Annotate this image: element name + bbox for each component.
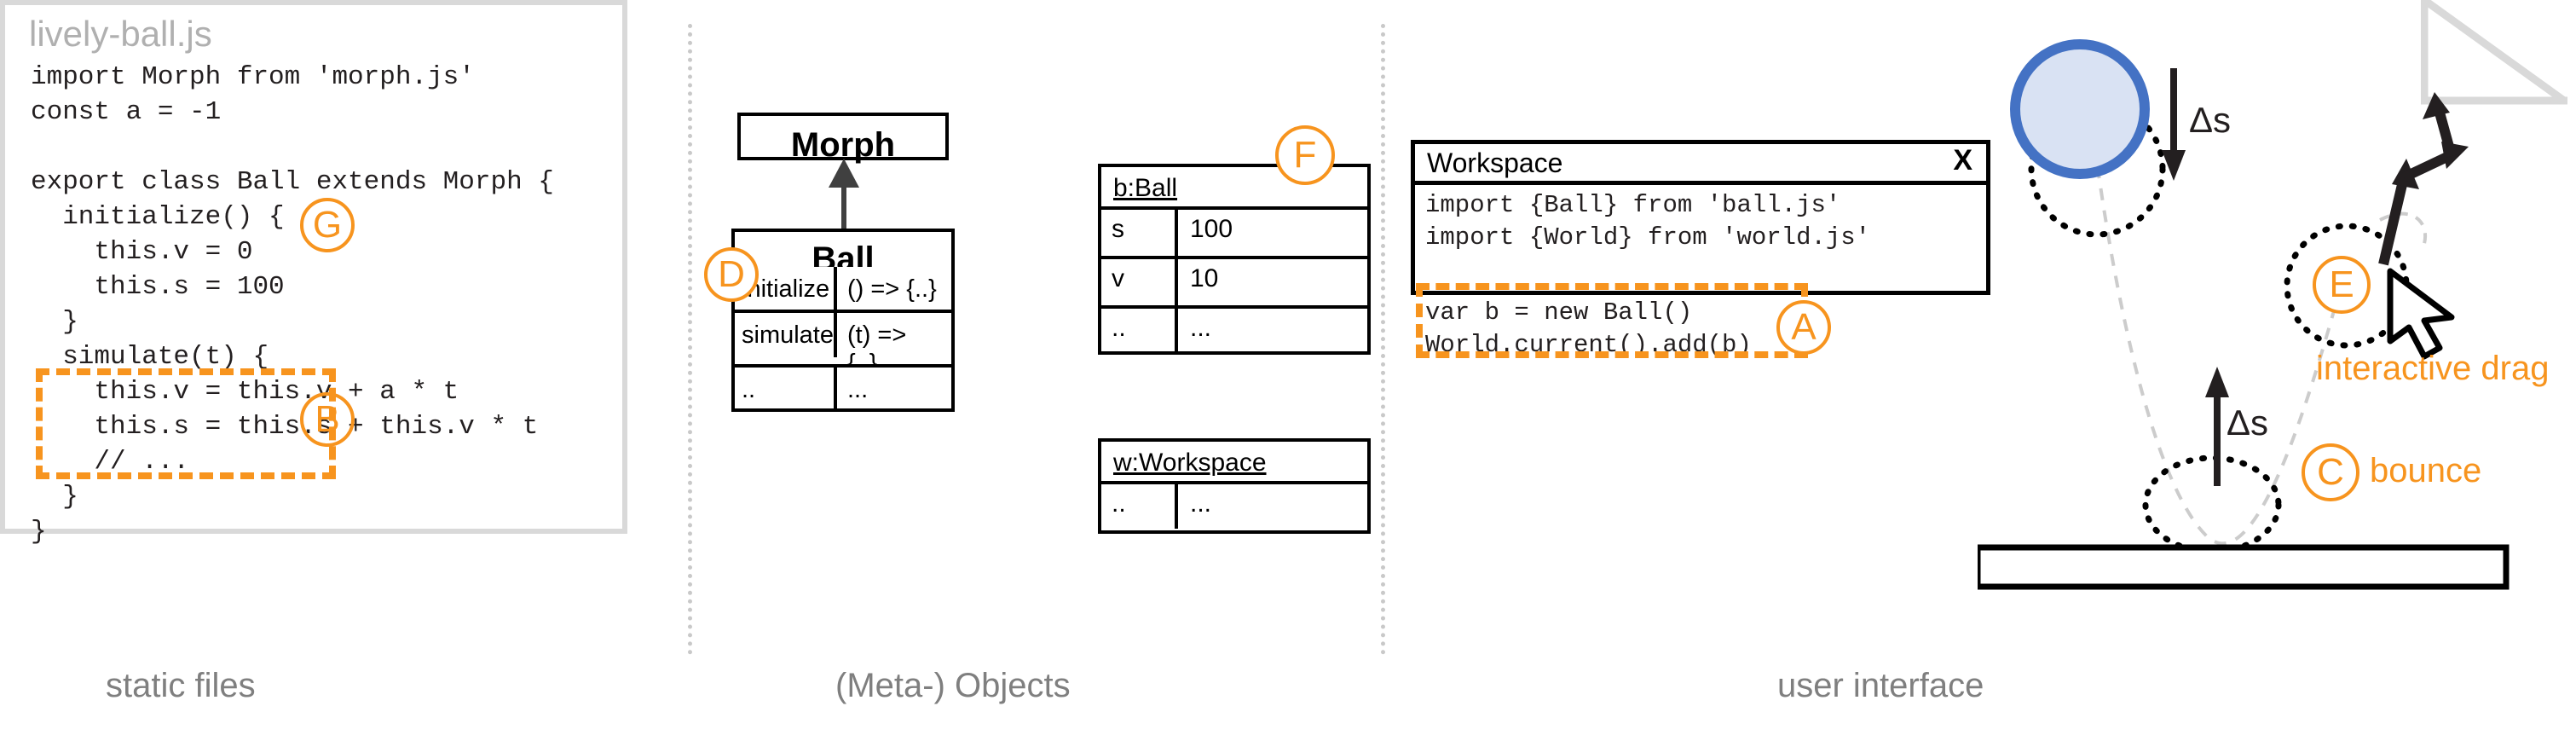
uml-member-value: (t) => {..} [847,321,907,377]
uml-member-value: () => {..} [847,275,937,303]
object-w-workspace-title: w:Workspace [1101,442,1367,483]
object-value: ... [1190,314,1212,342]
object-w-workspace-rows: .. ... [1098,484,1371,534]
badge-f[interactable]: F [1275,125,1335,185]
object-key: .. [1101,309,1178,355]
object-w-workspace-header[interactable]: w:Workspace [1098,438,1371,484]
object-key: .. [1101,484,1178,529]
caption-static-files: static files [106,667,256,704]
badge-d[interactable]: D [704,247,759,302]
delta-s-bottom-label: Δs [2227,402,2268,443]
workspace-titlebar[interactable]: Workspace X [1415,144,1986,185]
file-card-fold [2421,0,2576,111]
uml-member-name: .. [735,368,837,408]
trajectory-path [2085,78,2351,546]
object-w-workspace-title-text: w:Workspace [1113,449,1267,477]
uml-member-name: simulate [735,313,837,357]
uml-member-row[interactable]: .. ... [735,368,951,408]
drag-vector-arrows [2378,92,2469,266]
uml-member-row[interactable]: initialize () => {..} [735,267,951,310]
cursor-icon [2387,268,2455,360]
delta-s-up-arrowhead [2205,367,2229,397]
object-b-ball-header[interactable]: b:Ball [1098,164,1371,210]
object-b-ball-title-text: b:Ball [1113,174,1178,202]
badge-a[interactable]: A [1776,300,1831,355]
object-value: 100 [1190,215,1233,243]
file-source-code[interactable]: import Morph from 'morph.js' const a = -… [31,62,554,547]
animation-scene: Δs Δs [1978,39,2510,590]
object-row[interactable]: v 10 [1101,256,1367,305]
object-value: 10 [1190,264,1219,292]
workspace-title: Workspace [1427,148,1563,178]
caption-user-interface: user interface [1777,667,1984,704]
bounce-caption: bounce [2370,452,2482,489]
object-b-ball-title: b:Ball [1101,167,1367,208]
uml-member-row[interactable]: simulate (t) => {..} [735,310,951,377]
workspace-frame: Workspace X [1411,140,1990,295]
badge-e[interactable]: E [2313,256,2371,314]
delta-s-down-arrowhead [2162,150,2186,181]
object-b-ball-rows: s 100 v 10 .. ... [1098,210,1371,355]
badge-b[interactable]: B [300,392,355,447]
drag-arc [2379,211,2428,250]
object-row[interactable]: .. ... [1101,484,1367,529]
uml-class-morph-title: Morph [790,126,896,164]
object-value: ... [1190,489,1212,518]
inheritance-arrow [829,159,859,232]
ghost-ball-top [2028,100,2166,238]
uml-class-ball-more: .. ... [731,364,955,412]
highlight-box-simulate [36,368,336,479]
column-divider-2 [1381,24,1385,655]
drag-caption: interactive drag [2316,350,2550,387]
file-card-fold-cut [2431,0,2576,101]
badge-c[interactable]: C [2302,443,2359,501]
ghost-ball-bounce [2142,454,2282,555]
highlight-box-doit [1416,283,1808,358]
ground-platform [1978,544,2510,590]
ball-sprite [2010,39,2150,179]
file-name-label: lively-ball.js [29,14,212,54]
object-row[interactable]: s 100 [1101,210,1367,256]
uml-class-morph[interactable]: Morph [737,113,949,164]
file-card-body [0,0,627,534]
delta-s-top-label: Δs [2189,100,2231,140]
workspace-imports-code[interactable]: import {Ball} from 'ball.js' import {Wor… [1425,191,1871,252]
object-key: v [1101,259,1178,305]
column-divider-1 [688,24,692,655]
uml-member-value: ... [847,376,869,403]
workspace-window[interactable]: Workspace X [1411,140,1990,295]
caption-meta-objects: (Meta-) Objects [835,667,1071,704]
object-row[interactable]: .. ... [1101,305,1367,355]
file-card[interactable]: lively-ball.js import Morph from 'morph.… [0,0,2576,547]
close-icon[interactable]: X [1953,144,1972,177]
object-key: s [1101,210,1178,256]
badge-g[interactable]: G [300,198,355,252]
